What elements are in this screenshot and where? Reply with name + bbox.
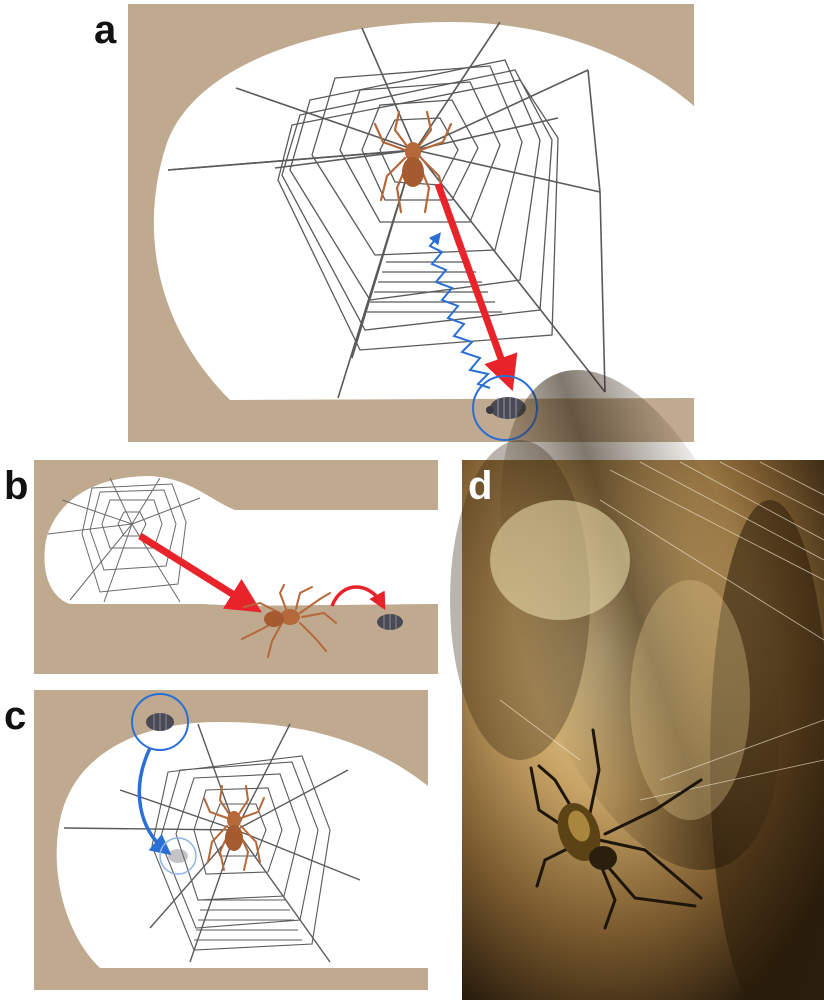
panel-label-a: a [94, 8, 117, 52]
panel-label-c: c [4, 694, 27, 738]
panel-label-b: b [4, 464, 29, 508]
bokeh-dark-band [710, 500, 824, 1000]
woodlouse-icon [486, 397, 526, 419]
web-radials [167, 21, 606, 399]
photo-web-threads [499, 461, 824, 801]
rock-floor [34, 604, 438, 674]
web-small [47, 477, 201, 603]
spider-icon [241, 584, 337, 658]
prey-ghost-circle [159, 837, 197, 875]
bokeh-highlight [630, 580, 750, 820]
bokeh-highlight [490, 500, 630, 620]
woodlouse-icon [146, 713, 174, 731]
panel-label-d: d [468, 464, 493, 508]
bokeh-dark-band [500, 369, 780, 871]
vibration-signal [428, 232, 491, 389]
panel-a [128, 4, 694, 442]
fall-arrow [137, 747, 172, 856]
panel-b [34, 460, 439, 674]
prey-highlight-circle [131, 693, 189, 751]
web-lower-lines [367, 261, 502, 313]
leave-web-arrow [138, 533, 262, 613]
panel-d-photo [450, 369, 824, 1000]
hunt-arrow [330, 585, 386, 611]
spider-icon [203, 785, 265, 871]
web-lower-lines [194, 899, 302, 941]
cave-opening [44, 476, 439, 606]
woodlouse-ghost-icon [168, 849, 188, 863]
spider-icon [373, 110, 453, 214]
spider-icon [529, 728, 703, 930]
panel-c [34, 690, 429, 990]
attack-arrow [434, 182, 518, 392]
woodlouse-icon [377, 614, 403, 630]
cave-opening [153, 22, 694, 400]
cave-opening [56, 722, 429, 968]
